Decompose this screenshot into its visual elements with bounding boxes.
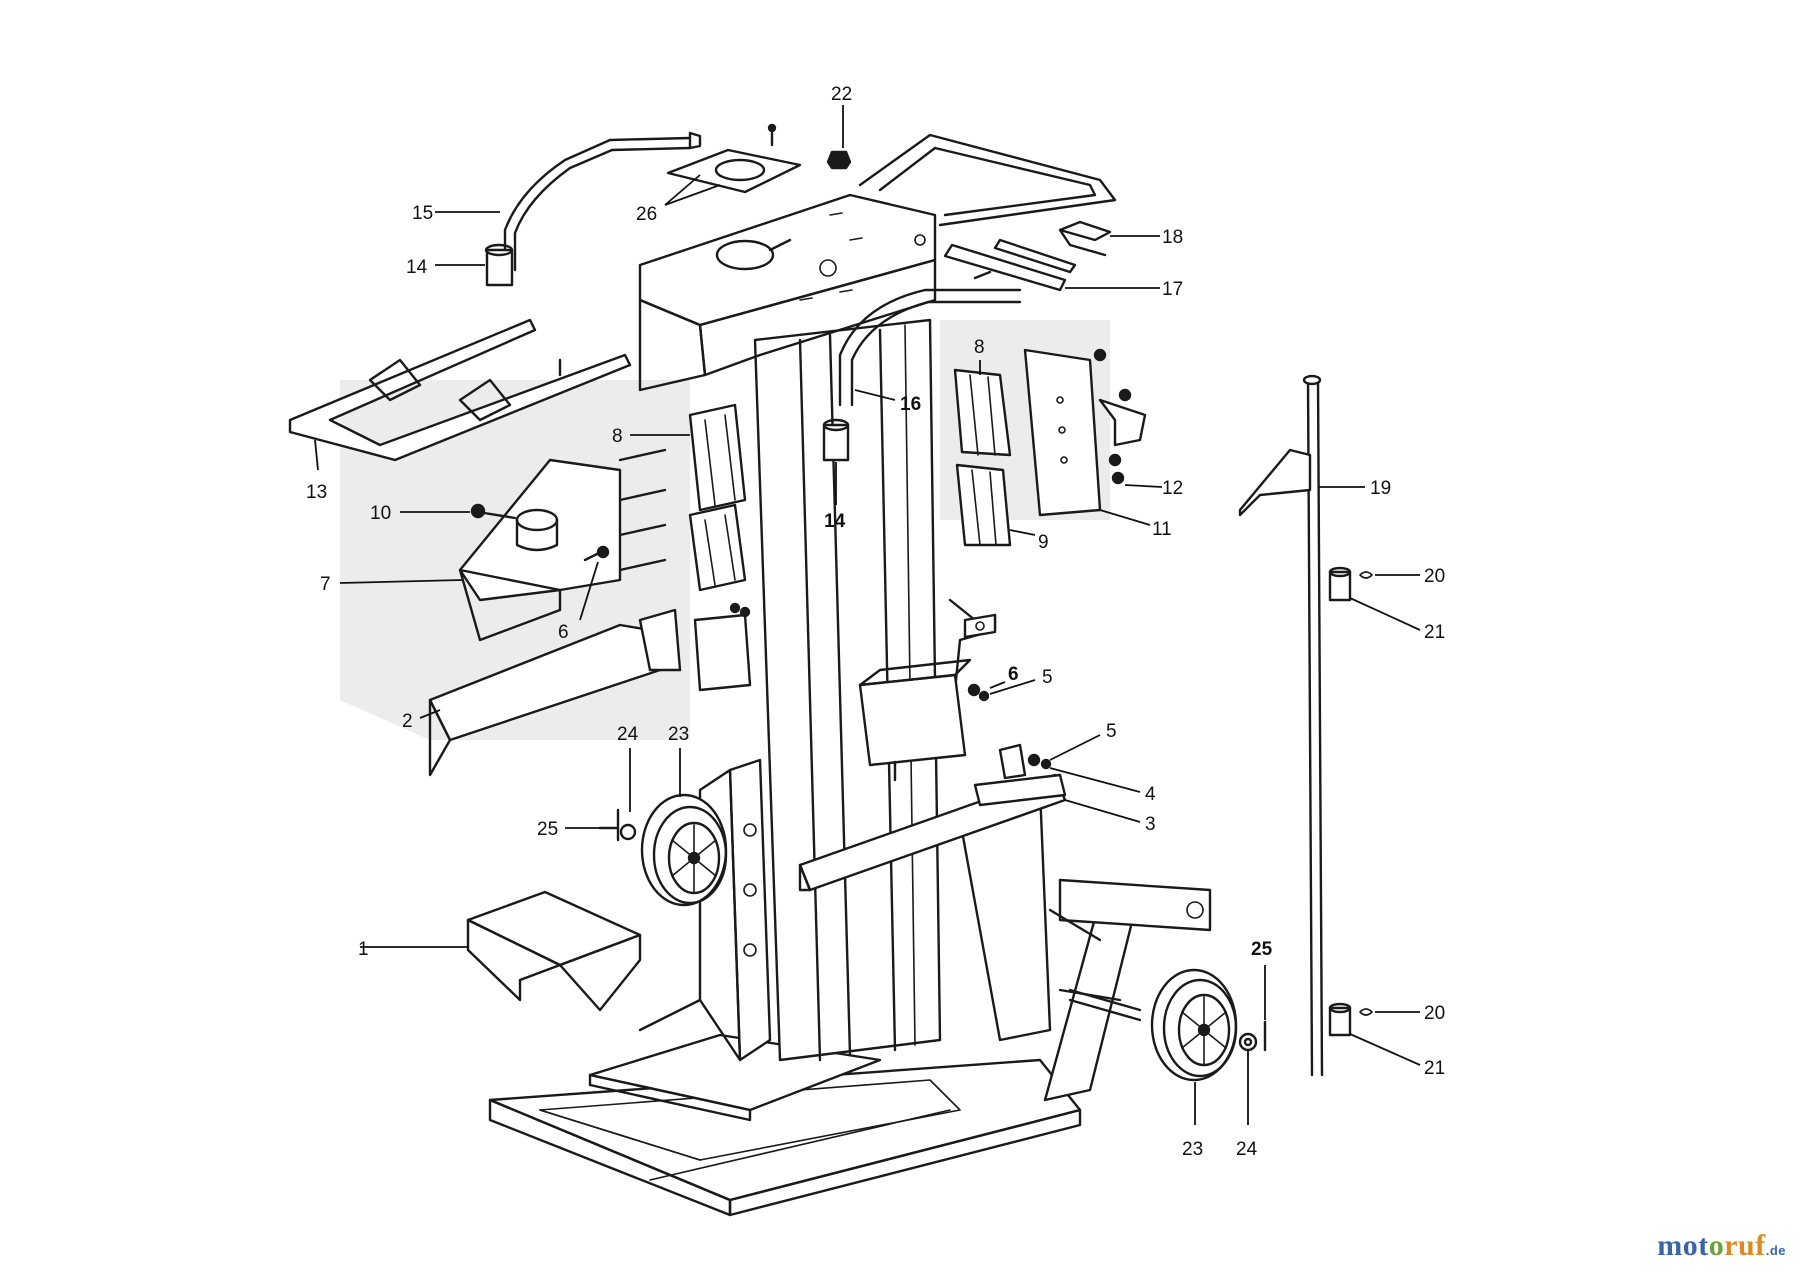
label-23-right: 23 [1182, 1139, 1203, 1160]
label-5-a: 5 [1042, 667, 1053, 688]
label-25-left: 25 [537, 819, 558, 840]
part-7-wedge [458, 458, 622, 642]
label-18: 18 [1162, 227, 1183, 248]
part-18-clip [1058, 220, 1112, 257]
right-strut [958, 788, 1212, 1102]
crossbar-block [858, 658, 972, 782]
label-7: 7 [320, 574, 331, 595]
label-6-right: 6 [1008, 664, 1019, 685]
watermark-tld: .de [1765, 1243, 1786, 1258]
part-8-guide-left [688, 403, 747, 592]
label-10: 10 [370, 503, 391, 524]
label-19: 19 [1370, 478, 1391, 499]
part-8-9-guide-right [953, 368, 1012, 547]
label-14: 14 [406, 257, 428, 278]
label-6-left: 6 [558, 622, 569, 643]
part-1-guard [466, 890, 642, 1012]
part-23-wheel-right [1150, 968, 1238, 1082]
label-16: 16 [900, 394, 921, 415]
label-11: 11 [1152, 519, 1172, 540]
label-8-right: 8 [974, 337, 985, 358]
label-13: 13 [306, 482, 327, 503]
watermark-part1: mot [1657, 1229, 1709, 1262]
top-head [638, 193, 937, 392]
label-3: 3 [1145, 814, 1156, 835]
part-10-bolt [470, 503, 517, 520]
label-24-left: 24 [617, 724, 639, 745]
label-20-a: 20 [1424, 566, 1445, 587]
part-13-table [288, 318, 632, 462]
label-15: 15 [412, 203, 433, 224]
left-leg-plate [638, 758, 772, 1062]
part-17-bracket [943, 238, 1077, 292]
part-14-sleeve [484, 243, 514, 287]
leader-lines [314, 105, 1421, 1125]
part-19-rod [1238, 374, 1324, 1077]
part-16-lever [838, 288, 1022, 407]
part-2-rail [428, 608, 682, 777]
part-14-sleeve-b [822, 418, 850, 462]
callout-labels: 22 26 15 14 18 17 16 14 8 12 11 9 8 10 1… [306, 84, 1445, 1160]
part-23-wheel-left [640, 793, 728, 907]
part-26-plate [666, 123, 802, 194]
part-11-plate [1023, 348, 1147, 517]
column [753, 318, 942, 1062]
label-22: 22 [831, 84, 852, 105]
label-2: 2 [402, 711, 413, 732]
top-handle [858, 133, 1117, 227]
label-20-b: 20 [1424, 1003, 1445, 1024]
label-5-b: 5 [1106, 721, 1117, 742]
label-21-a: 21 [1424, 622, 1445, 643]
axle [1068, 988, 1142, 1012]
part-15-lever [503, 136, 692, 272]
label-23-left: 23 [668, 724, 689, 745]
label-26: 26 [636, 204, 657, 225]
label-17: 17 [1162, 279, 1183, 300]
mount-block-left [693, 602, 752, 692]
washers [967, 683, 1052, 770]
label-24-right: 24 [1236, 1139, 1258, 1160]
label-25-right: 25 [1251, 939, 1273, 960]
label-4: 4 [1145, 784, 1156, 805]
label-1: 1 [358, 939, 369, 960]
part-22-nut [826, 150, 852, 170]
watermark-part3: ruf [1724, 1229, 1766, 1262]
part-20-21-collars [1328, 566, 1373, 1037]
label-8-left: 8 [612, 426, 623, 447]
watermark-part2: o [1708, 1229, 1725, 1262]
label-12: 12 [1162, 478, 1183, 499]
label-21-b: 21 [1424, 1058, 1445, 1079]
brand-watermark: motoruf.de [1657, 1229, 1786, 1263]
label-14b: 14 [824, 511, 846, 532]
label-9: 9 [1038, 532, 1049, 553]
guide-bolts [618, 448, 667, 572]
mount-bracket-right [938, 598, 997, 697]
